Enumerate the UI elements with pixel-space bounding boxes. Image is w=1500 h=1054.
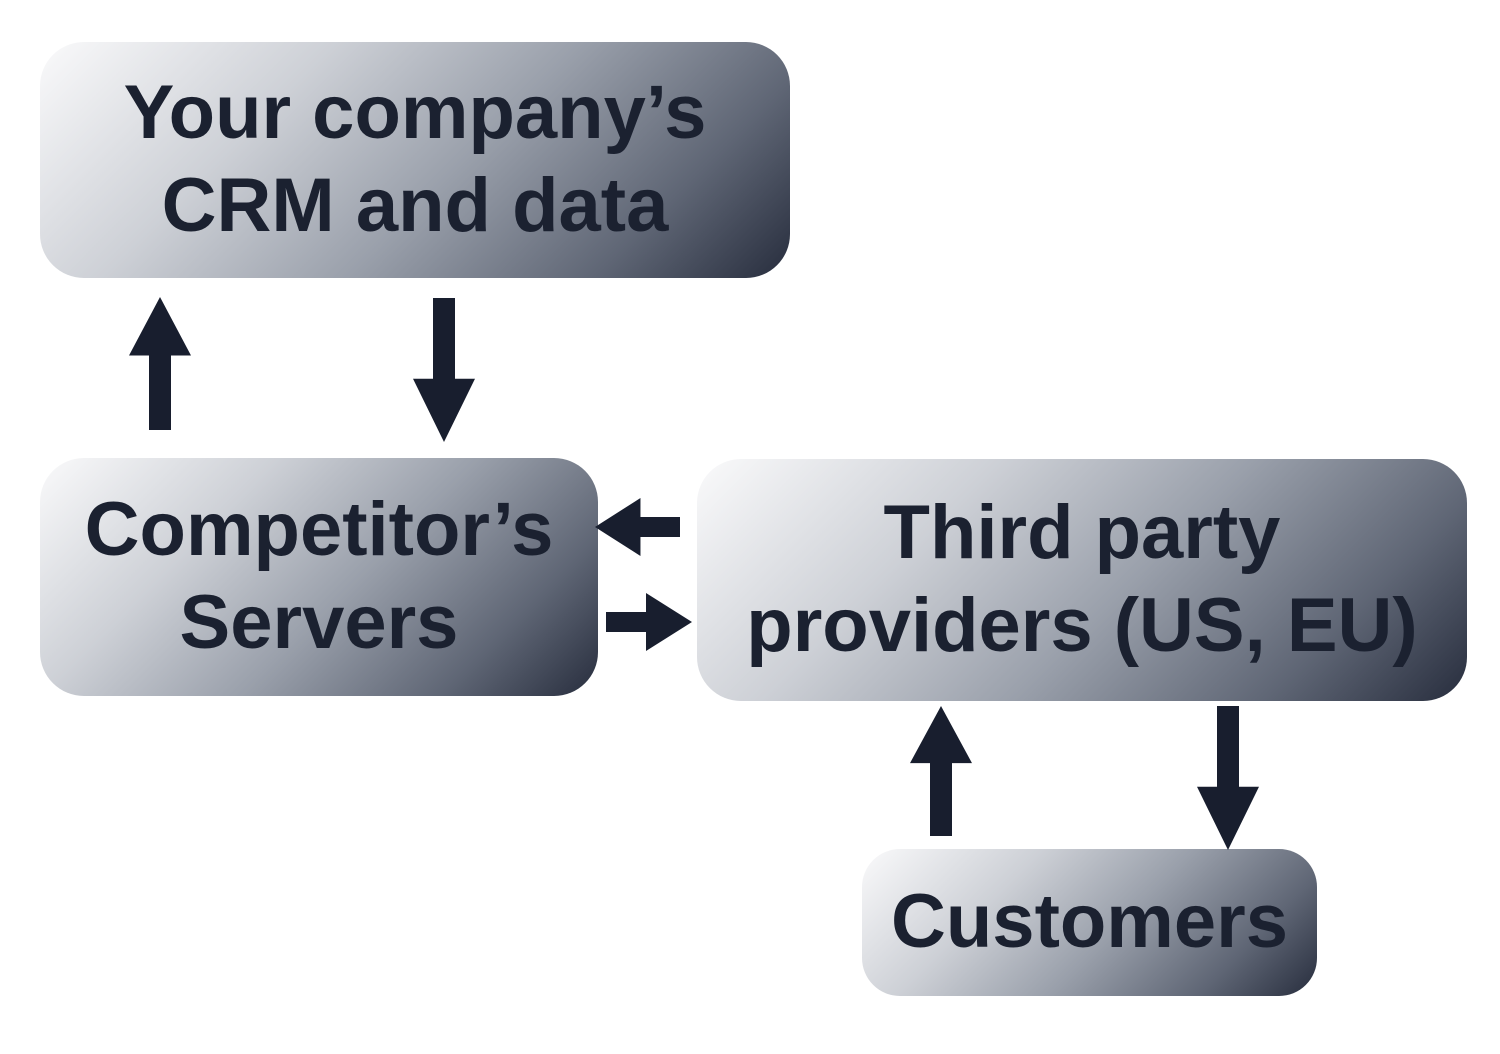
node-label-line: Competitor’s [84, 487, 554, 573]
node-label-line: Your company’s [123, 70, 707, 156]
right-arrow-icon [606, 593, 692, 651]
down-arrow-icon [413, 298, 475, 442]
node-label-line: Customers [891, 879, 1288, 965]
down-arrow-icon [1197, 706, 1259, 850]
up-arrow-icon [910, 706, 972, 836]
up-arrow-icon [129, 297, 191, 430]
node-label-line: Third party [883, 490, 1281, 576]
node-label-line: CRM and data [161, 163, 669, 248]
node-label-line: providers (US, EU) [746, 583, 1418, 668]
node-label-line: Servers [179, 580, 459, 665]
node-competitor-servers: Competitor’s Servers [40, 458, 598, 696]
node-customers: Customers [862, 849, 1317, 996]
node-your-company-crm: Your company’s CRM and data [40, 42, 790, 278]
node-third-party-providers: Third party providers (US, EU) [697, 459, 1467, 701]
left-arrow-icon [595, 498, 680, 556]
